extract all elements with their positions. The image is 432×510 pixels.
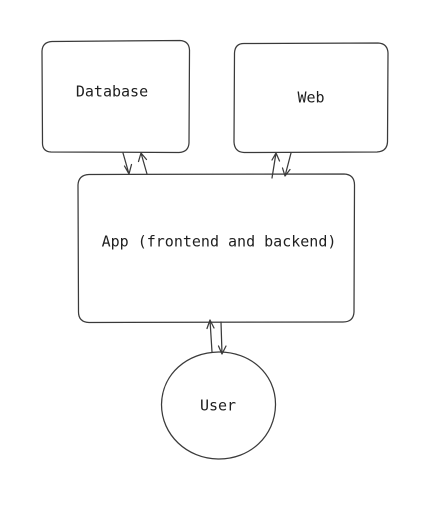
- edge-app-database: [122, 152, 148, 175]
- web-box: [233, 42, 389, 154]
- database-label: Database: [76, 83, 148, 101]
- arrow-web-to-app: [281, 152, 292, 177]
- app-box: [77, 173, 356, 324]
- node-user: User: [160, 351, 277, 460]
- node-app: App (frontend and backend): [77, 173, 356, 324]
- arrow-app-to-web: [271, 152, 281, 179]
- node-web: Web: [233, 42, 389, 154]
- arrow-app-to-user: [217, 321, 227, 355]
- app-label: App (frontend and backend): [102, 233, 337, 251]
- user-label: User: [200, 397, 236, 415]
- database-box: [41, 39, 191, 154]
- user-circle: [160, 351, 277, 460]
- arrow-app-to-database: [137, 152, 148, 175]
- edge-user-app: [206, 319, 227, 355]
- node-database: Database: [41, 39, 191, 154]
- arrow-user-to-app: [206, 319, 215, 353]
- web-label: Web: [297, 89, 324, 107]
- edge-app-web: [271, 152, 292, 179]
- arrow-database-to-app: [122, 152, 133, 175]
